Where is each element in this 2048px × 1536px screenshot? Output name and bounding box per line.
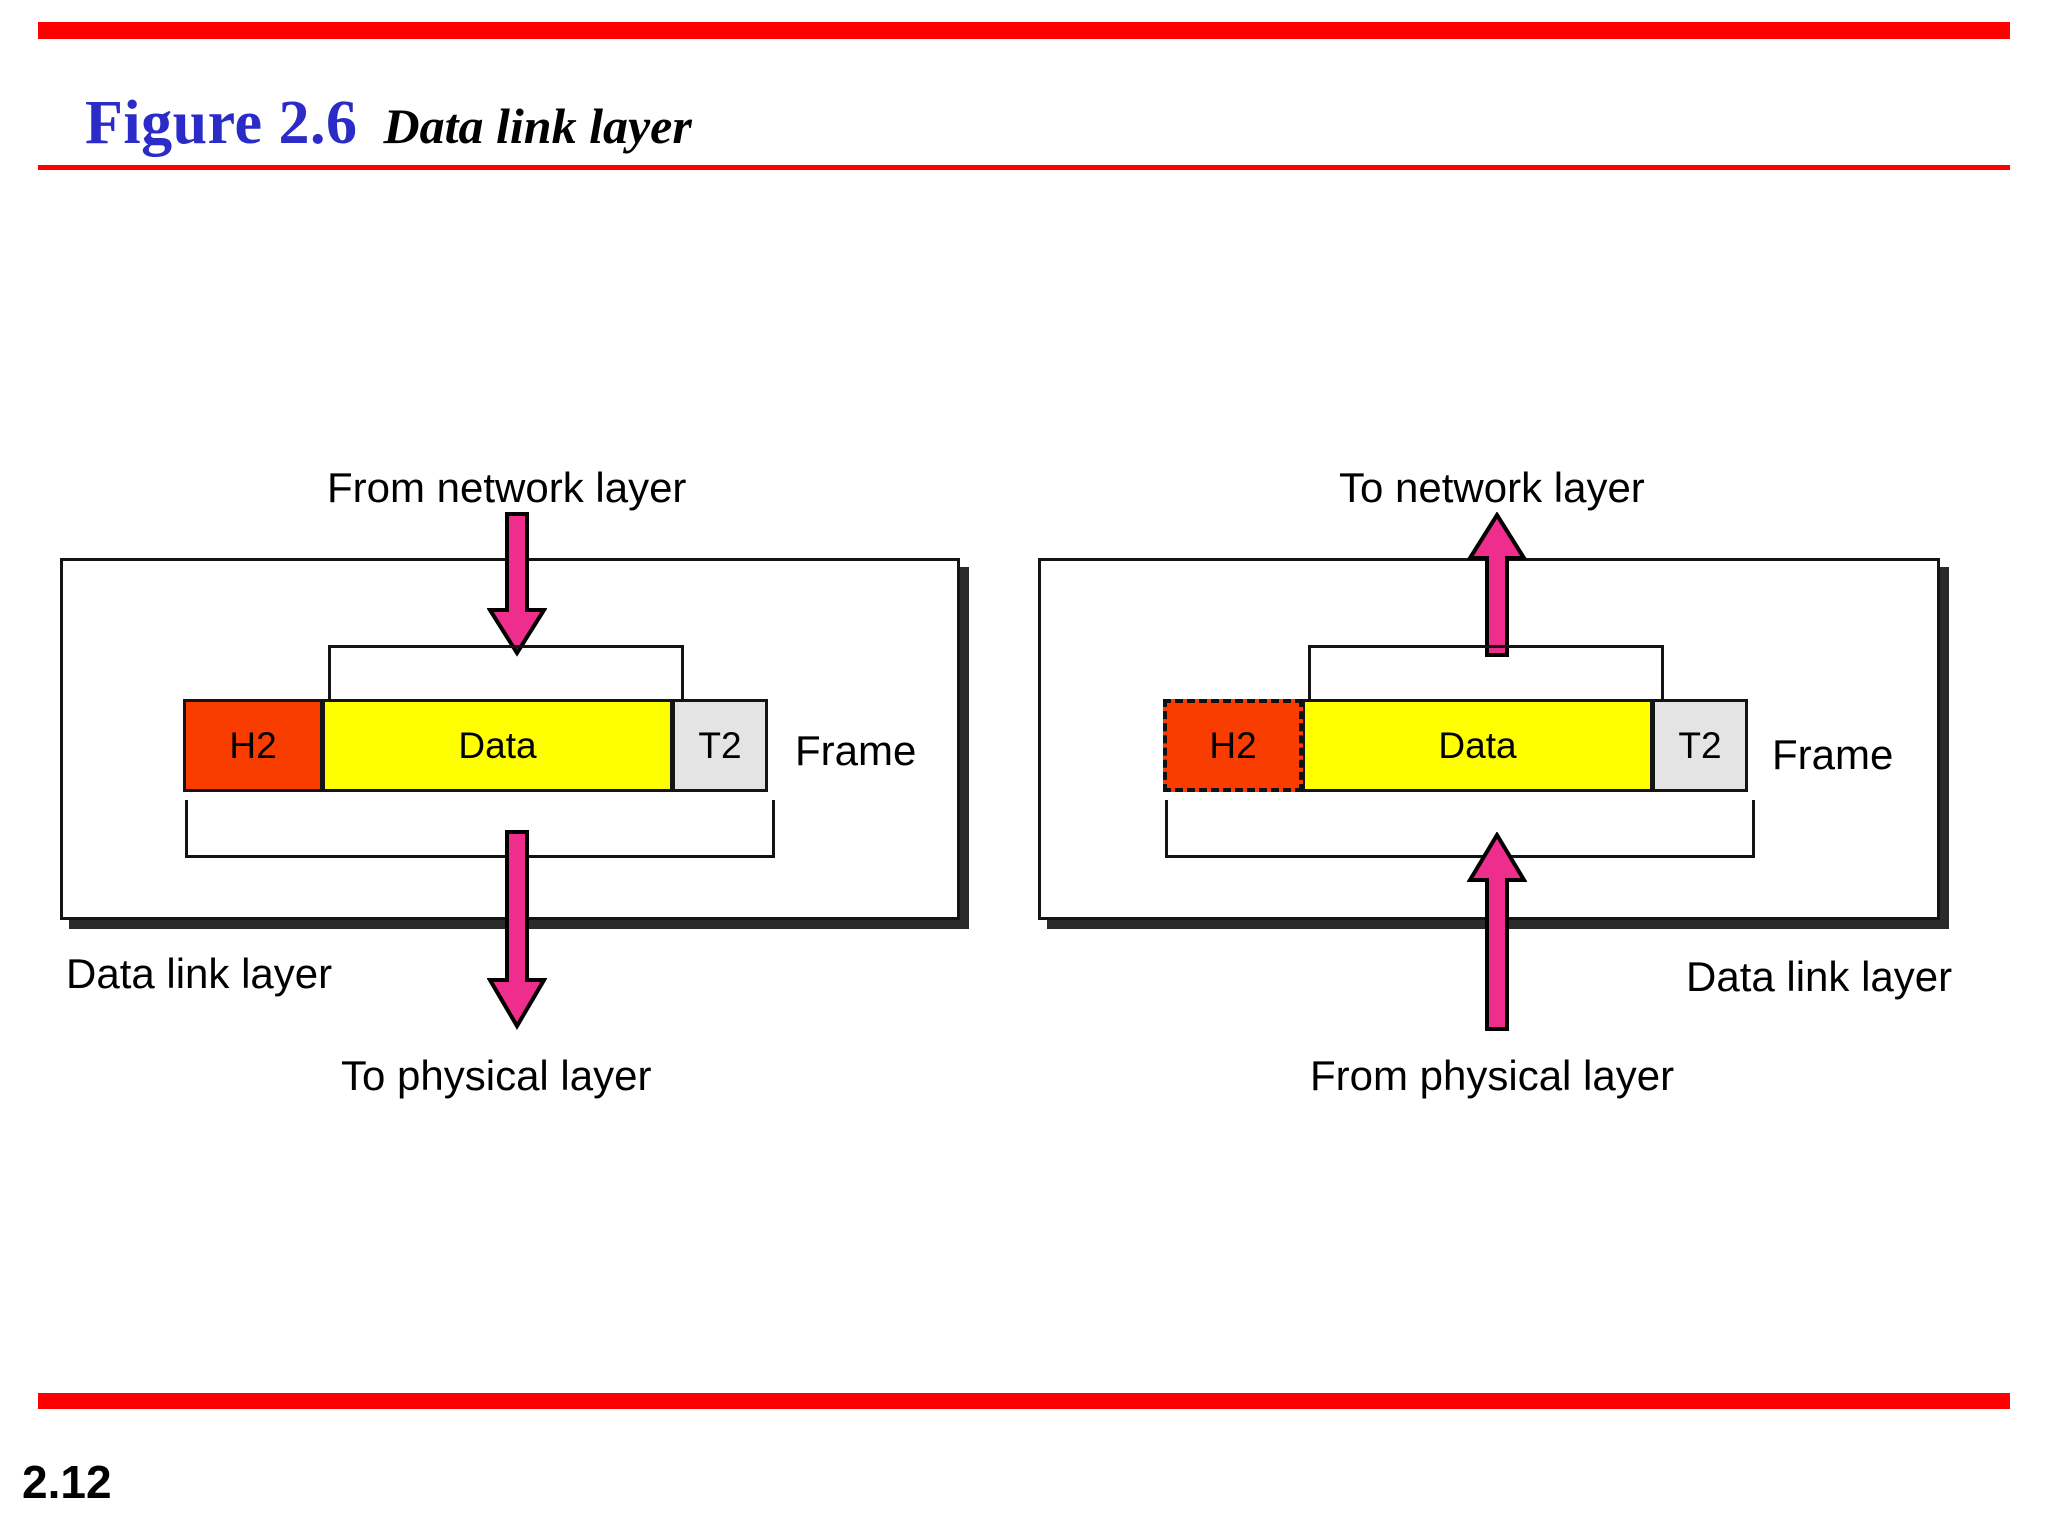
page-title: Figure 2.6 Data link layer [85,88,692,159]
sender-cell-data: Data [323,699,673,792]
to-network-layer-arrow-up [1467,512,1527,657]
receiver-bottom-bracket [1165,800,1755,858]
to-network-layer-label: To network layer [1339,464,1645,511]
sender-frame-strip: H2 Data T2 [183,699,768,792]
title-underline-rule [38,165,2010,170]
sender-data-link-layer-label: Data link layer [66,950,333,997]
receiver-data-link-layer-label: Data link layer [1686,953,1953,1000]
from-physical-layer-arrow-up [1467,832,1527,1032]
receiver-top-bracket [1308,645,1664,705]
sender-top-bracket [328,645,684,705]
from-network-layer-arrow-down [487,512,547,657]
to-physical-layer-label: To physical layer [341,1052,652,1099]
from-physical-layer-label: From physical layer [1310,1052,1675,1099]
top-red-rule [38,22,2010,39]
receiver-cell-t2: T2 [1653,699,1748,792]
sender-bottom-bracket [185,800,775,858]
figure-number: Figure 2.6 [85,89,358,157]
receiver-frame-strip: H2 Data T2 [1163,699,1748,792]
sender-frame-label: Frame [795,727,917,774]
sender-cell-h2: H2 [183,699,323,792]
receiver-cell-data: Data [1303,699,1653,792]
page-number: 2.12 [22,1456,112,1508]
receiver-cell-h2: H2 [1163,699,1303,792]
figure-title-text: Data link layer [383,98,692,154]
to-physical-layer-arrow-down [487,830,547,1030]
receiver-frame-label: Frame [1772,731,1894,778]
from-network-layer-label: From network layer [327,464,687,511]
sender-cell-t2: T2 [673,699,768,792]
bottom-red-rule [38,1393,2010,1409]
